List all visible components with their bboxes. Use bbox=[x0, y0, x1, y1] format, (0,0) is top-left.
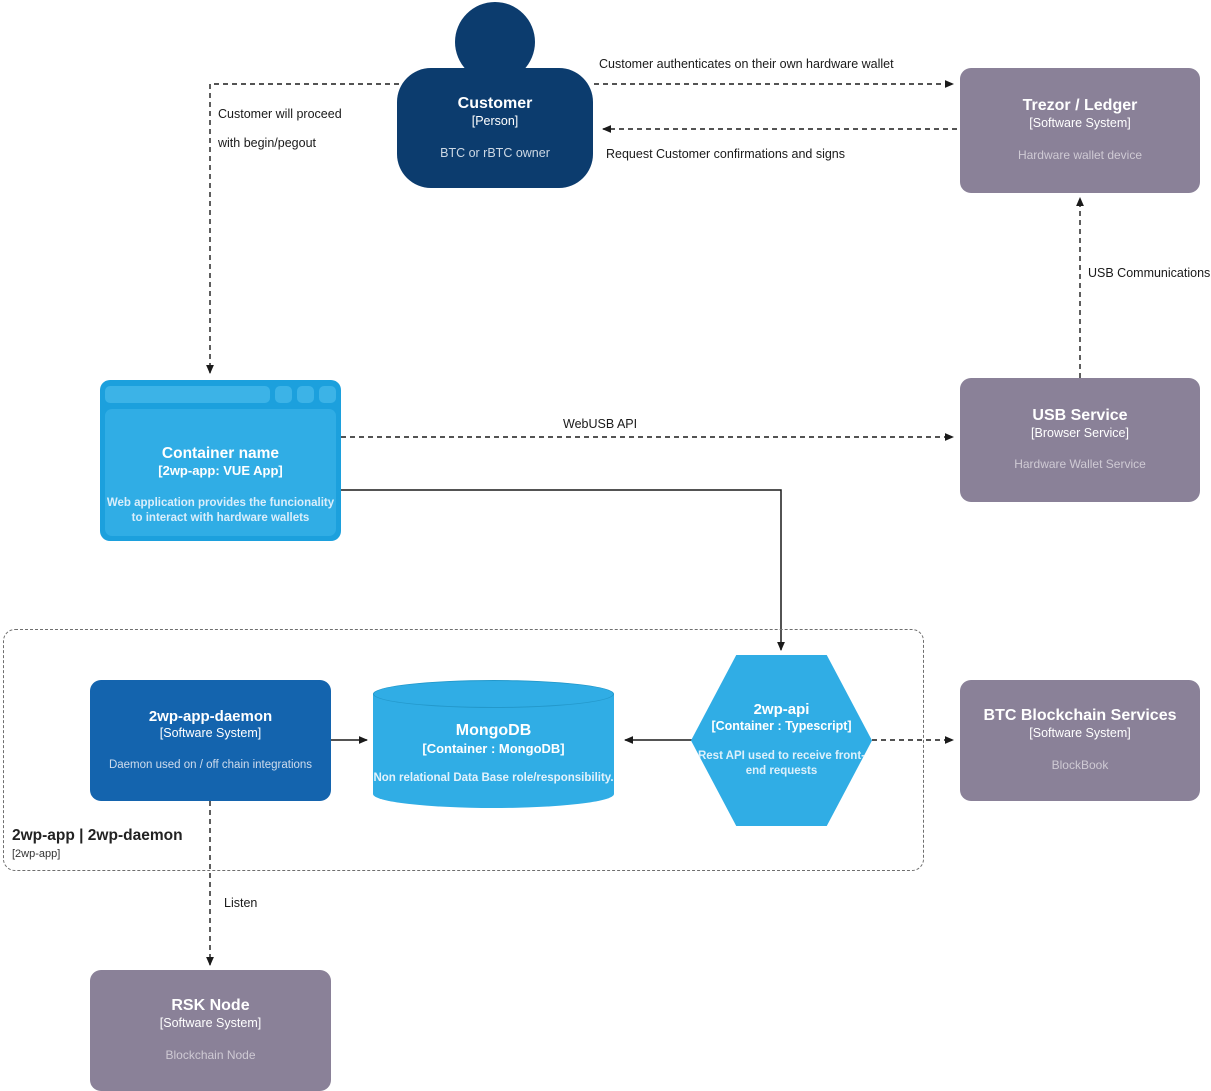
edge-label-customer-to-vue-app-line2: with begin/pegout bbox=[218, 136, 316, 150]
boundary-title: 2wp-app | 2wp-daemon bbox=[12, 827, 183, 844]
node-tech: [2wp-app: VUE App] bbox=[158, 463, 283, 479]
node-tech: [Container : Typescript] bbox=[711, 719, 852, 734]
node-tech: [Software System] bbox=[159, 726, 262, 741]
node-desc: Hardware wallet device bbox=[1017, 147, 1143, 162]
node-tech: [Browser Service] bbox=[1031, 425, 1129, 440]
node-desc: Daemon used on / off chain integrations bbox=[108, 758, 313, 771]
edge-label-webusb-api: WebUSB API bbox=[563, 417, 638, 431]
edge-label-usb-communications: USB Communications bbox=[1088, 266, 1211, 280]
node-title: 2wp-app-daemon bbox=[148, 708, 273, 726]
browser-close-icon[interactable] bbox=[319, 386, 336, 403]
edge-label-customer-to-trezor: Customer authenticates on their own hard… bbox=[599, 57, 894, 71]
person-body: Customer [Person] BTC or rBTC owner bbox=[397, 68, 593, 188]
cylinder-top-ellipse bbox=[373, 680, 614, 708]
node-tech: [Person] bbox=[471, 114, 519, 128]
edge-label-listen: Listen bbox=[224, 896, 258, 910]
browser-minimize-icon[interactable] bbox=[275, 386, 292, 403]
node-desc: BTC or rBTC owner bbox=[440, 145, 550, 160]
browser-address-bar[interactable] bbox=[105, 386, 270, 403]
node-rsk-node[interactable]: RSK Node [Software System] Blockchain No… bbox=[90, 970, 331, 1091]
node-2wp-app-daemon[interactable]: 2wp-app-daemon [Software System] Daemon … bbox=[90, 680, 331, 801]
node-title: USB Service bbox=[1032, 406, 1128, 424]
cylinder-body bbox=[373, 694, 614, 794]
edge-vue-app-to-2wp-api bbox=[341, 489, 785, 651]
node-desc: Hardware Wallet Service bbox=[1014, 457, 1146, 472]
node-title: RSK Node bbox=[171, 997, 250, 1015]
node-desc: Web application provides the funcionalit… bbox=[106, 496, 335, 525]
browser-title-bar bbox=[105, 385, 336, 404]
browser-content-pane: Container name [2wp-app: VUE App] Web ap… bbox=[105, 409, 336, 536]
node-btc-blockchain-services[interactable]: BTC Blockchain Services [Software System… bbox=[960, 680, 1200, 801]
cylinder-label: MongoDB [Container : MongoDB] Non relati… bbox=[373, 706, 614, 802]
node-tech: [Software System] bbox=[1029, 726, 1131, 741]
node-title: Container name bbox=[161, 445, 280, 462]
node-desc: Blockchain Node bbox=[165, 1047, 256, 1062]
boundary-2wp-app bbox=[3, 629, 924, 871]
node-desc: Rest API used to receive front-end reque… bbox=[697, 749, 865, 778]
node-tech: [Container : MongoDB] bbox=[422, 741, 565, 757]
node-customer[interactable]: Customer [Person] BTC or rBTC owner bbox=[397, 2, 593, 188]
node-2wp-api[interactable]: 2wp-api [Container : Typescript] Rest AP… bbox=[691, 655, 872, 826]
browser-maximize-icon[interactable] bbox=[297, 386, 314, 403]
edge-customer-to-vue-app bbox=[206, 83, 399, 374]
node-title: 2wp-api bbox=[753, 701, 810, 719]
edge-label-trezor-to-customer: Request Customer confirmations and signs bbox=[606, 147, 846, 161]
node-tech: [Software System] bbox=[159, 1016, 262, 1031]
node-title: BTC Blockchain Services bbox=[983, 707, 1177, 725]
cylinder-bottom-ellipse bbox=[373, 780, 614, 808]
node-title: MongoDB bbox=[455, 722, 532, 740]
node-vue-app[interactable]: Container name [2wp-app: VUE App] Web ap… bbox=[100, 380, 341, 541]
node-trezor-ledger[interactable]: Trezor / Ledger [Software System] Hardwa… bbox=[960, 68, 1200, 193]
node-title: Trezor / Ledger bbox=[1022, 97, 1138, 115]
node-title: Customer bbox=[457, 95, 533, 113]
edge-label-customer-to-vue-app-line1: Customer will proceed bbox=[218, 107, 342, 121]
boundary-tech: [2wp-app] bbox=[12, 848, 61, 860]
node-desc: Non relational Data Base role/responsibi… bbox=[373, 771, 614, 784]
node-usb-service[interactable]: USB Service [Browser Service] Hardware W… bbox=[960, 378, 1200, 502]
node-desc: BlockBook bbox=[1051, 757, 1109, 772]
node-tech: [Software System] bbox=[1029, 116, 1131, 131]
node-mongodb[interactable]: MongoDB [Container : MongoDB] Non relati… bbox=[373, 680, 614, 808]
